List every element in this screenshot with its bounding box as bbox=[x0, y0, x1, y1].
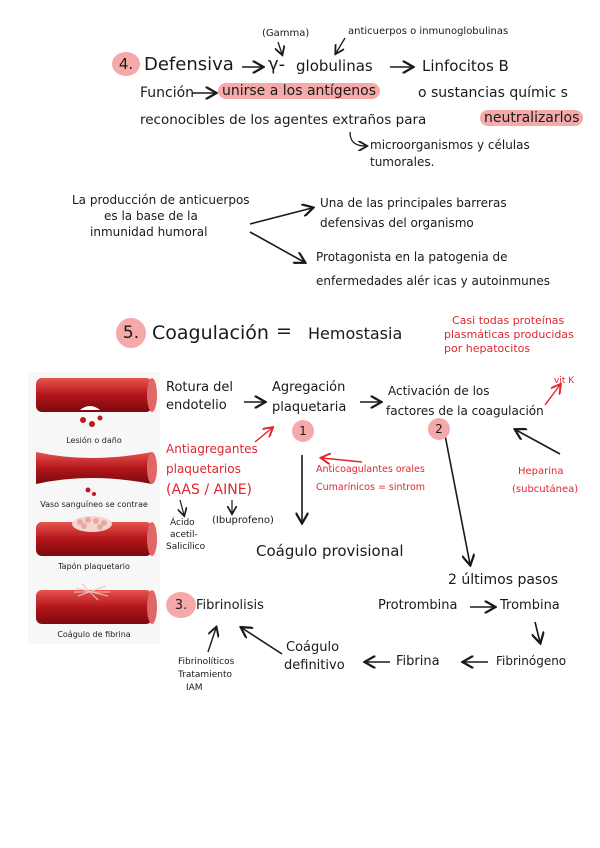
fibrina-label: Fibrina bbox=[396, 654, 440, 669]
rotura-line-2: endotelio bbox=[166, 398, 227, 413]
produccion-line-1: La producción de anticuerpos bbox=[72, 193, 250, 207]
microorganismos-text: microorganismos y células bbox=[370, 138, 530, 152]
tumorales-text: tumorales. bbox=[370, 155, 435, 169]
aas-aine-label: (AAS / AINE) bbox=[166, 482, 252, 498]
step-2-number: 2 bbox=[435, 422, 443, 436]
caption-coagulo: Coágulo de fibrina bbox=[57, 630, 131, 639]
acido-line-2: acetil- bbox=[170, 530, 198, 540]
antiagregantes-line-2: plaquetarios bbox=[166, 462, 241, 476]
produccion-line-2: es la base de la bbox=[104, 209, 198, 223]
sustancias-text: o sustancias químic s bbox=[418, 85, 568, 101]
activacion-line-1: Activación de los bbox=[388, 384, 490, 398]
gamma-note: (Gamma) bbox=[262, 28, 310, 39]
caption-lesion: Lesión o daño bbox=[66, 436, 122, 445]
anticoagulantes-line-1: Anticoagulantes orales bbox=[316, 464, 425, 475]
vitk-label: vit K bbox=[554, 376, 575, 386]
caption-vaso: Vaso sanguíneo se contrae bbox=[40, 500, 148, 509]
antiagregantes-line-1: Antiagregantes bbox=[166, 442, 258, 456]
rotura-line-1: Rotura del bbox=[166, 380, 234, 395]
casi-line-1: Casi todas proteínas bbox=[452, 314, 565, 327]
hemostasia-title: Hemostasia bbox=[308, 324, 403, 343]
linfocitos-label: Linfocitos B bbox=[422, 57, 509, 75]
protagonista-line-1: Protagonista en la patogenia de bbox=[316, 250, 508, 264]
acido-line-3: Salicílico bbox=[166, 542, 206, 552]
gamma-symbol: γ- bbox=[268, 54, 286, 75]
coagulation-figure: Lesión o daño Vaso sanguíneo se contrae … bbox=[28, 372, 160, 644]
casi-line-3: por hepatocitos bbox=[444, 342, 531, 355]
funcion-label: Función bbox=[140, 85, 195, 101]
ultimos-pasos: 2 últimos pasos bbox=[448, 572, 559, 588]
coagulo-provisional: Coágulo provisional bbox=[256, 542, 404, 560]
section-5-badge: 5. bbox=[116, 318, 146, 348]
agregacion-line-2: plaquetaria bbox=[272, 400, 347, 415]
caption-tapon: Tapón plaquetario bbox=[58, 562, 130, 571]
step-3-number: 3. bbox=[174, 597, 188, 613]
anticuerpos-note: anticuerpos o inmunoglobulinas bbox=[348, 26, 509, 37]
neutralizarlos-highlight: neutralizarlos bbox=[480, 110, 584, 126]
fibrinogeno-label: Fibrinógeno bbox=[496, 654, 567, 668]
heparina-line-1: Heparina bbox=[518, 466, 564, 477]
protagonista-line-2: enfermedades alér icas y autoinmunes bbox=[316, 274, 550, 288]
fibrinolisis-label: Fibrinolisis bbox=[196, 598, 264, 613]
reconocibles-text: reconocibles de los agentes extraños par… bbox=[140, 112, 427, 128]
produccion-line-3: inmunidad humoral bbox=[90, 225, 208, 239]
casi-line-2: plasmáticas producidas bbox=[444, 328, 574, 341]
activacion-line-2: factores de la coagulación bbox=[386, 404, 544, 418]
coagulacion-title: Coagulación bbox=[152, 322, 269, 344]
vessel-illustrations bbox=[36, 378, 157, 624]
anticoagulantes-line-2: Cumarínicos = sintrom bbox=[316, 482, 426, 493]
section-4-number: 4. bbox=[118, 55, 134, 73]
section-5-number: 5. bbox=[122, 323, 140, 343]
step-3-badge: 3. bbox=[166, 592, 196, 618]
agregacion-line-1: Agregación bbox=[272, 380, 346, 395]
fibrinoliticos-line-2: Tratamiento bbox=[178, 670, 232, 680]
section-4-badge: 4. bbox=[112, 52, 140, 76]
coagulo-definitivo-line-1: Coágulo bbox=[286, 640, 340, 655]
defensiva-label: Defensiva bbox=[144, 54, 234, 75]
step-1-number: 1 bbox=[299, 424, 307, 438]
coagulo-definitivo-line-2: definitivo bbox=[284, 658, 345, 673]
fibrinoliticos-line-1: Fibrinolíticos bbox=[178, 657, 235, 667]
barrera-line-2: defensivas del organismo bbox=[320, 216, 474, 230]
barrera-line-1: Una de las principales barreras bbox=[320, 196, 507, 210]
unirse-highlight: unirse a los antígenos bbox=[218, 83, 381, 99]
acido-line-1: Ácido bbox=[170, 518, 195, 528]
step-2-badge: 2 bbox=[428, 418, 450, 440]
trombina-label: Trombina bbox=[500, 598, 560, 613]
fibrinoliticos-line-3: IAM bbox=[186, 683, 203, 693]
heparina-line-2: (subcutánea) bbox=[512, 484, 579, 495]
globulinas-label: globulinas bbox=[296, 57, 373, 75]
ibuprofeno-label: (Ibuprofeno) bbox=[212, 515, 274, 526]
step-1-badge: 1 bbox=[292, 420, 314, 442]
equals-sign: = bbox=[276, 320, 292, 342]
protrombina-label: Protrombina bbox=[378, 598, 458, 613]
